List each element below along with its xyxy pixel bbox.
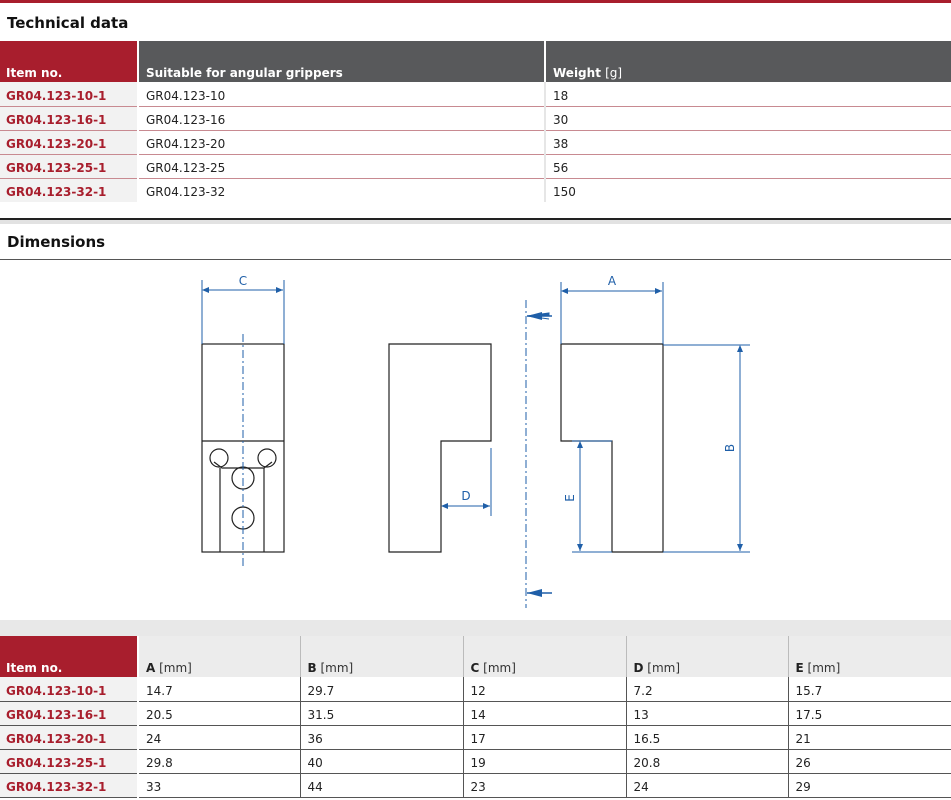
dim-d-value: 20.8: [626, 749, 789, 774]
item-number: GR04.123-25-1: [0, 154, 139, 179]
dimensions-table: Item no. A [mm] B [mm] C [mm] D [mm] E […: [0, 636, 951, 798]
table-row: GR04.123-32-1 GR04.123-32 150: [0, 178, 951, 202]
item-number: GR04.123-25-1: [0, 749, 139, 774]
label-b: B: [723, 444, 737, 452]
technical-header-suitable: Suitable for angular grippers: [138, 41, 546, 82]
table-row: GR04.123-20-1 GR04.123-20 38: [0, 130, 951, 155]
dimensions-top-shadow: [0, 220, 951, 224]
dim-b-value: 31.5: [300, 701, 464, 726]
table-row: GR04.123-16-1 20.5 31.5 14 13 17.5: [0, 701, 951, 726]
dimension-e: [572, 440, 612, 553]
dimension-d: [441, 448, 492, 516]
section-view: [560, 343, 664, 553]
label-e: E: [563, 494, 577, 502]
weight-value: 38: [545, 130, 951, 155]
dim-a-value: 33: [138, 773, 301, 798]
dim-d-value: 7.2: [626, 677, 789, 702]
table-row: GR04.123-10-1 GR04.123-10 18: [0, 82, 951, 107]
dim-e-value: 15.7: [788, 677, 951, 702]
dim-b-value: 29.7: [300, 677, 464, 702]
dimensions-header-e: E [mm]: [788, 636, 951, 677]
table-row: GR04.123-32-1 33 44 23 24 29: [0, 773, 951, 798]
dim-e-value: 17.5: [788, 701, 951, 726]
section-arrow-bottom: [527, 589, 542, 597]
technical-header-weight: Weight [g]: [545, 41, 951, 82]
suitable-gripper: GR04.123-16: [138, 106, 546, 131]
dimensions-header-a: A [mm]: [138, 636, 301, 677]
technical-header-item: Item no.: [0, 41, 139, 82]
weight-label: Weight: [553, 66, 601, 80]
item-number: GR04.123-32-1: [0, 178, 139, 202]
item-number: GR04.123-10-1: [0, 82, 139, 107]
table-row: GR04.123-16-1 GR04.123-16 30: [0, 106, 951, 131]
weight-value: 30: [545, 106, 951, 131]
item-number: GR04.123-16-1: [0, 106, 139, 131]
dim-e-value: 26: [788, 749, 951, 774]
item-number: GR04.123-32-1: [0, 773, 139, 798]
weight-value: 56: [545, 154, 951, 179]
dimensions-top-rule: [0, 218, 951, 220]
dimension-c: [201, 280, 285, 344]
dimensions-header-d: D [mm]: [626, 636, 789, 677]
technical-data-table: Item no. Suitable for angular grippers W…: [0, 41, 951, 202]
dim-d-value: 13: [626, 701, 789, 726]
weight-value: 150: [553, 185, 576, 199]
table-row: GR04.123-25-1 GR04.123-25 56: [0, 154, 951, 179]
table-row: GR04.123-25-1 29.8 40 19 20.8 26: [0, 749, 951, 774]
table-row: GR04.123-20-1 24 36 17 16.5 21: [0, 725, 951, 750]
technical-data-title: Technical data: [7, 14, 129, 32]
dim-b-value: 36: [300, 725, 464, 750]
dim-c-value: 12: [463, 677, 627, 702]
label-c: C: [239, 274, 247, 288]
dimensions-header-row: Item no. A [mm] B [mm] C [mm] D [mm] E […: [0, 636, 951, 677]
dim-c-value: 19: [463, 749, 627, 774]
weight-unit: [g]: [605, 66, 623, 80]
dim-b-value: 44: [300, 773, 464, 798]
dim-d-value: 24: [626, 773, 789, 798]
dim-e-value: 21: [788, 725, 951, 750]
dim-b-value: 40: [300, 749, 464, 774]
item-number: GR04.123-20-1: [0, 725, 139, 750]
item-number: GR04.123-10-1: [0, 677, 139, 702]
weight-value: 18: [545, 82, 951, 107]
dim-d-value: 16.5: [626, 725, 789, 750]
dimensions-title: Dimensions: [7, 233, 106, 251]
suitable-gripper: GR04.123-10: [138, 82, 546, 107]
dim-e-value: 29: [788, 773, 951, 798]
dim-a-value: 29.8: [138, 749, 301, 774]
suitable-gripper: GR04.123-20: [138, 130, 546, 155]
dimensions-header-item: Item no.: [0, 636, 139, 677]
dimension-drawing: C D A B E: [201, 274, 750, 608]
top-accent-line: [0, 0, 951, 3]
item-number: GR04.123-20-1: [0, 130, 139, 155]
dimensions-header-b: B [mm]: [300, 636, 464, 677]
dimensions-title-rule: [0, 259, 951, 260]
suitable-gripper: GR04.123-32: [138, 178, 546, 202]
dimensions-header-c: C [mm]: [463, 636, 627, 677]
label-a: A: [608, 274, 617, 288]
dimensions-table-shadow: [0, 620, 951, 636]
table-row: GR04.123-10-1 14.7 29.7 12 7.2 15.7: [0, 677, 951, 702]
side-view: [388, 343, 492, 553]
dim-a-value: 24: [138, 725, 301, 750]
label-d: D: [461, 489, 470, 503]
suitable-gripper: GR04.123-25: [138, 154, 546, 179]
dimension-a: [560, 282, 664, 344]
dimension-b: [663, 344, 750, 553]
technical-header-row: Item no. Suitable for angular grippers W…: [0, 41, 951, 82]
dim-c-value: 14: [463, 701, 627, 726]
item-number: GR04.123-16-1: [0, 701, 139, 726]
dim-c-value: 23: [463, 773, 627, 798]
dim-a-value: 20.5: [138, 701, 301, 726]
dim-a-value: 14.7: [138, 677, 301, 702]
dim-c-value: 17: [463, 725, 627, 750]
